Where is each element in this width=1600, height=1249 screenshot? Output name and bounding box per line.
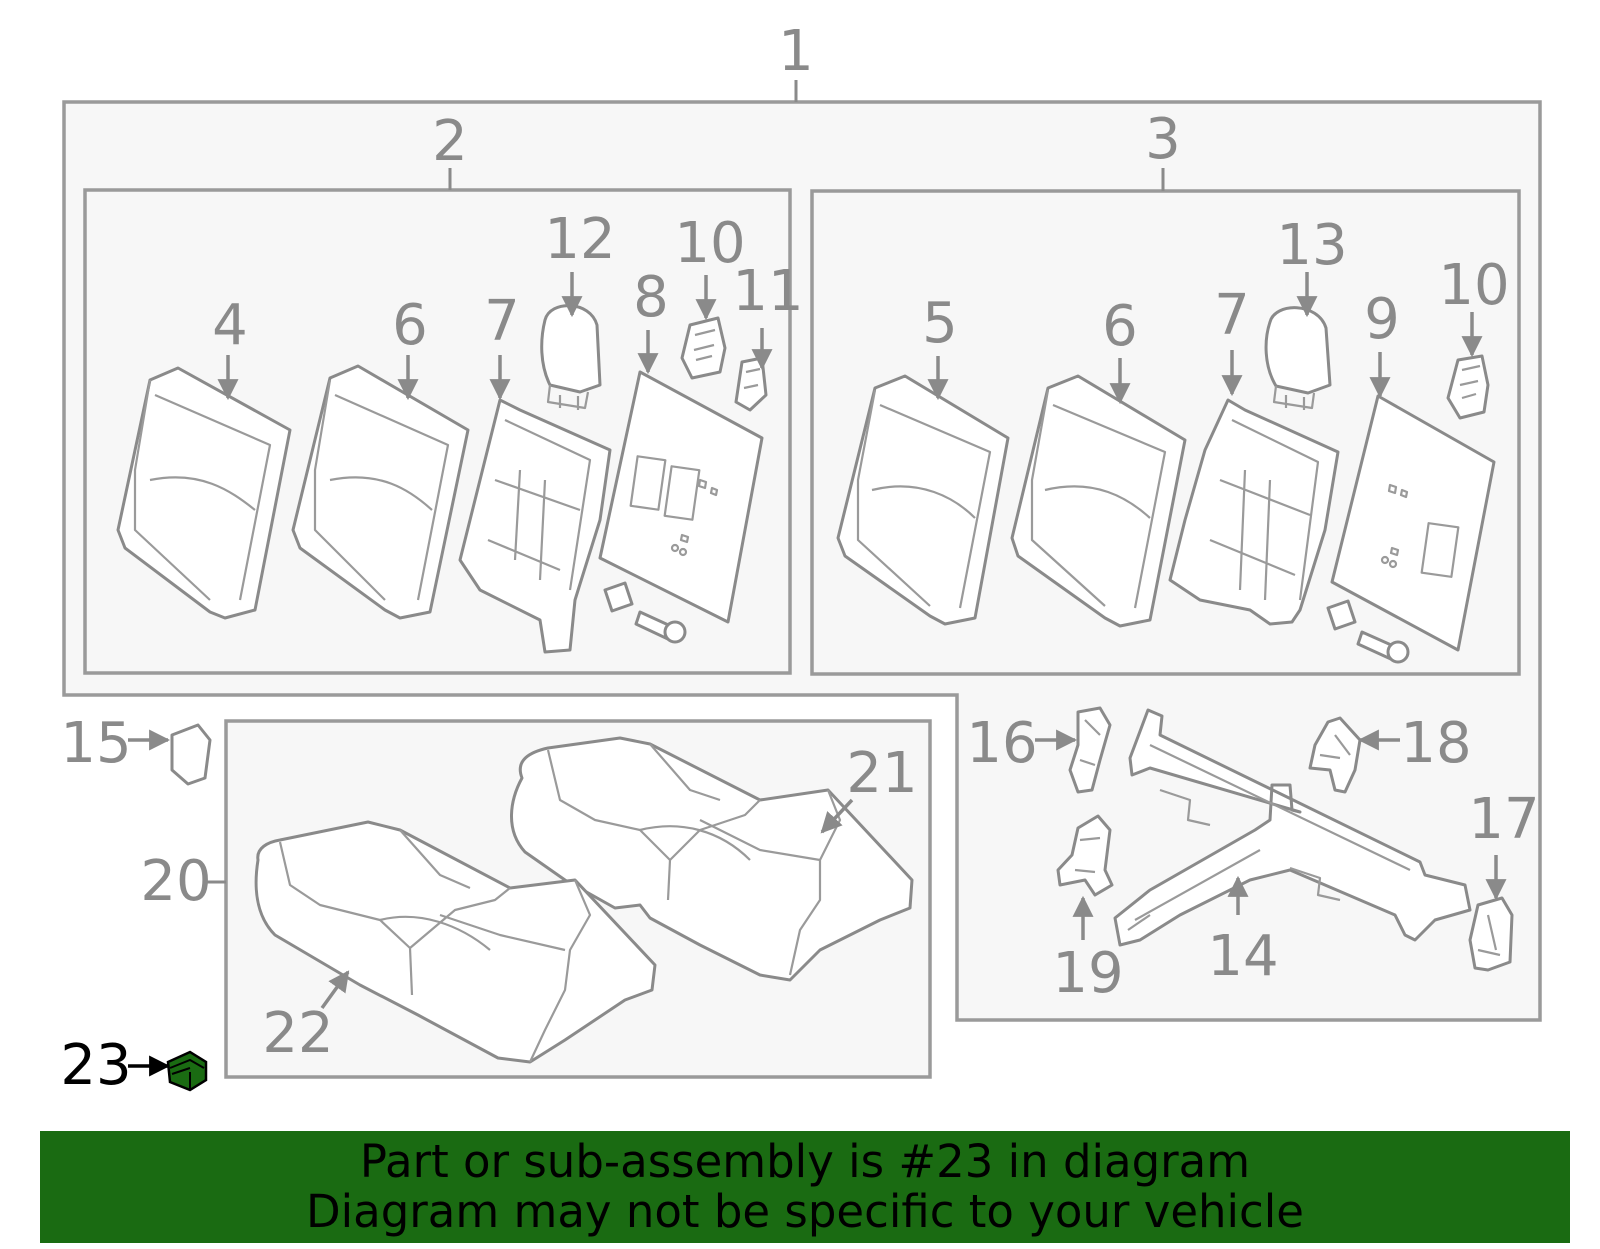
callout-6-left: 6 (392, 293, 428, 358)
callout-12: 12 (544, 207, 615, 272)
callout-19: 19 (1052, 941, 1123, 1006)
callout-13: 13 (1276, 213, 1347, 278)
seatback-cover-4 (116, 366, 292, 620)
seatback-cover-5 (836, 374, 1010, 626)
callout-1: 1 (778, 19, 814, 84)
callout-23[interactable]: 23 (60, 1033, 131, 1098)
seatback-frame-7-left (458, 398, 612, 654)
callout-14: 14 (1207, 924, 1278, 989)
seatback-board-9 (1330, 394, 1496, 652)
callout-6-right: 6 (1102, 294, 1138, 359)
bushing-and-bolt-right (1326, 599, 1410, 664)
info-banner: Part or sub-assembly is #23 in diagram D… (40, 1131, 1570, 1243)
callout-2: 2 (432, 109, 468, 174)
banner-line-1: Part or sub-assembly is #23 in diagram (359, 1135, 1251, 1188)
callout-20: 20 (140, 849, 211, 914)
cover-19 (1056, 814, 1114, 897)
callout-10-left: 10 (674, 211, 745, 276)
callout-8: 8 (633, 265, 669, 330)
callout-16: 16 (966, 711, 1037, 776)
callout-7-left: 7 (484, 289, 520, 354)
callout-21: 21 (846, 741, 917, 806)
headrest-13 (1264, 306, 1332, 410)
cover-16 (1068, 706, 1112, 794)
banner-line-2: Diagram may not be specific to your vehi… (306, 1185, 1304, 1238)
seatback-pad-6-left (291, 364, 470, 620)
callout-22: 22 (262, 1001, 333, 1066)
callout-4: 4 (212, 293, 248, 358)
cover-10-left (680, 316, 727, 380)
cover-15 (170, 723, 212, 786)
bushing-and-bolt-left (603, 581, 687, 644)
callout-7-right: 7 (1214, 283, 1250, 348)
callout-17: 17 (1468, 787, 1539, 852)
callout-3: 3 (1145, 107, 1181, 172)
callout-10-right: 10 (1438, 253, 1509, 318)
callout-18: 18 (1400, 711, 1471, 776)
cushion-pad-21 (510, 736, 914, 982)
callout-5: 5 (922, 291, 958, 356)
callout-15: 15 (60, 711, 131, 776)
callout-9: 9 (1364, 287, 1400, 352)
cover-17 (1468, 896, 1514, 972)
cover-18 (1308, 716, 1362, 794)
seat-frame-14 (1113, 708, 1472, 947)
cushion-cover-22 (254, 820, 657, 1064)
callout-11: 11 (732, 259, 803, 324)
leader-lines (128, 272, 1507, 1077)
part-23-highlighted[interactable] (166, 1050, 208, 1092)
seatback-frame-7-right (1168, 398, 1340, 626)
seatback-board-8 (598, 370, 764, 624)
headrest-12 (540, 304, 602, 410)
